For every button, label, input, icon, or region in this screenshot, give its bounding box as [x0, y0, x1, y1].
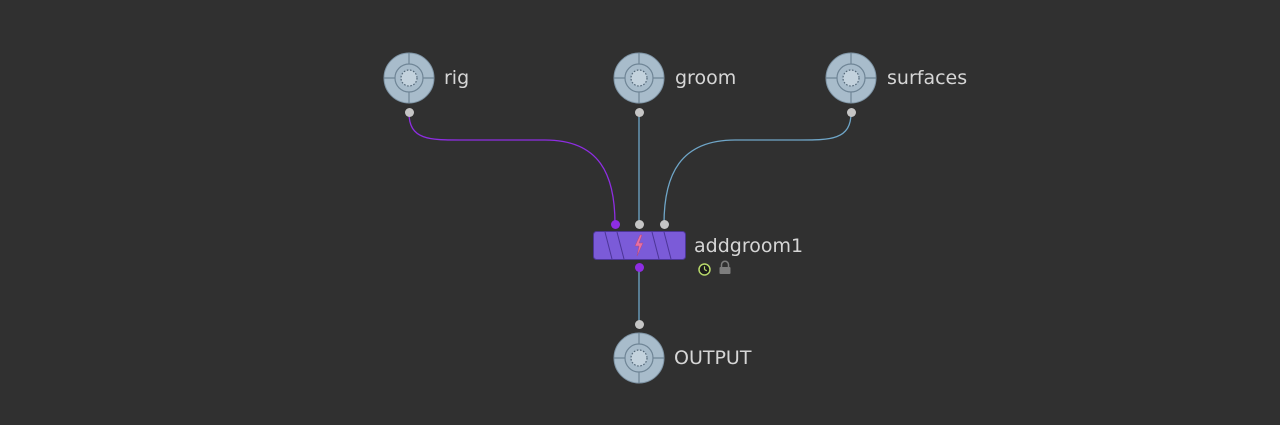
wire-rig-to-addgroom[interactable]	[408, 112, 616, 225]
output-port-rig[interactable]	[404, 108, 414, 117]
node-label-output[interactable]: OUTPUT	[674, 347, 752, 369]
node-label-surfaces[interactable]: surfaces	[887, 67, 968, 89]
null-node-icon	[383, 52, 435, 104]
node-output[interactable]	[613, 332, 665, 384]
null-node-icon	[613, 52, 665, 104]
addgroom-node-body	[593, 231, 686, 260]
null-node-icon	[613, 332, 665, 384]
input-port-addgroom-3[interactable]	[659, 219, 669, 229]
output-port-surfaces[interactable]	[846, 108, 856, 117]
input-port-addgroom-1[interactable]	[610, 219, 620, 229]
node-surfaces[interactable]	[825, 52, 877, 104]
node-addgroom1[interactable]	[593, 231, 686, 260]
wire-surfaces-to-addgroom[interactable]	[663, 112, 852, 225]
node-label-addgroom1[interactable]: addgroom1	[694, 235, 804, 257]
null-node-icon	[825, 52, 877, 104]
output-port-groom[interactable]	[634, 108, 644, 117]
lightning-icon	[634, 234, 644, 257]
node-rig[interactable]	[383, 52, 435, 104]
input-port-output[interactable]	[634, 319, 644, 329]
node-groom[interactable]	[613, 52, 665, 104]
clock-icon[interactable]	[698, 261, 711, 280]
node-label-rig[interactable]: rig	[444, 67, 470, 89]
input-port-addgroom-2[interactable]	[634, 219, 644, 229]
output-port-addgroom1[interactable]	[634, 262, 644, 272]
node-label-groom[interactable]: groom	[675, 67, 737, 89]
lock-icon[interactable]	[718, 260, 732, 279]
